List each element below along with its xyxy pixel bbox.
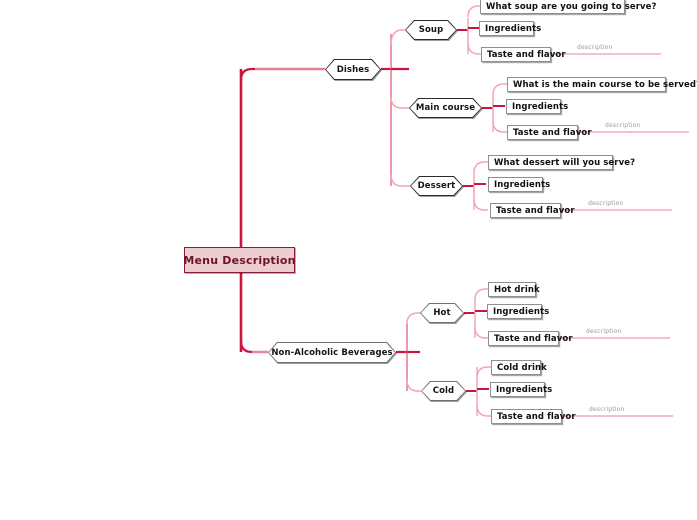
leaf-soup-ingredients[interactable]: Ingredients [479, 21, 541, 36]
main-course-hex-face: Main course [410, 99, 481, 117]
subbranch-node-hot[interactable]: Hot [420, 303, 464, 323]
description-label-hot: description [586, 328, 622, 335]
leaf-main-course-question[interactable]: What is the main course to be served? [507, 77, 697, 92]
leaf-hot-taste-label: Taste and flavor [494, 333, 573, 344]
subbranch-node-hot-label: Hot [433, 308, 451, 318]
leaf-main-course-ingredients-label: Ingredients [512, 101, 569, 112]
leaf-soup-ingredients-label: Ingredients [485, 23, 542, 34]
leaf-soup-taste-label: Taste and flavor [487, 49, 566, 60]
root-node-label: Menu Description [183, 253, 296, 267]
leaf-cold-ingredients-label: Ingredients [496, 384, 553, 395]
leaf-hot-drink-label: Hot drink [494, 284, 540, 295]
leaf-dessert-question-label: What dessert will you serve? [494, 157, 636, 168]
leaf-dessert-ingredients[interactable]: Ingredients [488, 177, 550, 192]
subbranch-node-cold-label: Cold [432, 386, 455, 396]
description-label-cold: description [589, 406, 625, 413]
hot-hex-face: Hot [421, 304, 463, 322]
leaf-hot-ingredients[interactable]: Ingredients [487, 304, 549, 319]
dishes-hex-face: Dishes [326, 60, 380, 79]
branch-node-non-alcoholic-beverages[interactable]: Non-Alcoholic Beverages [268, 342, 396, 363]
leaf-main-course-ingredients[interactable]: Ingredients [506, 99, 568, 114]
leaf-dessert-taste[interactable]: Taste and flavor [490, 203, 575, 218]
leaf-cold-drink[interactable]: Cold drink [491, 360, 547, 375]
leaf-main-course-taste[interactable]: Taste and flavor [507, 125, 592, 140]
subbranch-node-main-course[interactable]: Main course [409, 98, 482, 118]
subbranch-node-soup-label: Soup [418, 25, 444, 35]
subbranch-node-dessert[interactable]: Dessert [410, 176, 463, 196]
description-label-main-course: description [605, 122, 641, 129]
leaf-soup-question[interactable]: What soup are you going to serve? [480, 0, 656, 14]
subbranch-node-main-course-label: Main course [415, 103, 476, 113]
leaf-cold-taste-label: Taste and flavor [497, 411, 576, 422]
leaf-soup-question-label: What soup are you going to serve? [486, 1, 657, 12]
subbranch-node-dessert-label: Dessert [417, 181, 456, 191]
leaf-main-course-taste-label: Taste and flavor [513, 127, 592, 138]
leaf-hot-drink[interactable]: Hot drink [488, 282, 540, 297]
cold-hex-face: Cold [422, 382, 465, 400]
branch-node-non-alcoholic-beverages-label: Non-Alcoholic Beverages [271, 347, 393, 358]
branch-node-dishes-label: Dishes [336, 64, 370, 75]
leaf-cold-taste[interactable]: Taste and flavor [491, 409, 576, 424]
description-label-soup: description [577, 44, 613, 51]
root-node-menu-description[interactable]: Menu Description [183, 247, 296, 273]
leaf-cold-ingredients[interactable]: Ingredients [490, 382, 552, 397]
leaf-dessert-question[interactable]: What dessert will you serve? [488, 155, 635, 170]
subbranch-node-cold[interactable]: Cold [421, 381, 466, 401]
leaf-dessert-taste-label: Taste and flavor [496, 205, 575, 216]
leaf-hot-taste[interactable]: Taste and flavor [488, 331, 573, 346]
leaf-soup-taste[interactable]: Taste and flavor [481, 47, 566, 62]
leaf-dessert-ingredients-label: Ingredients [494, 179, 551, 190]
leaf-main-course-question-label: What is the main course to be served? [513, 79, 697, 90]
soup-hex-face: Soup [406, 21, 456, 39]
description-label-dessert: description [588, 200, 624, 207]
beverages-hex-face: Non-Alcoholic Beverages [269, 343, 395, 362]
dessert-hex-face: Dessert [411, 177, 462, 195]
leaf-cold-drink-label: Cold drink [497, 362, 547, 373]
branch-node-dishes[interactable]: Dishes [325, 59, 381, 80]
subbranch-node-soup[interactable]: Soup [405, 20, 457, 40]
leaf-hot-ingredients-label: Ingredients [493, 306, 550, 317]
